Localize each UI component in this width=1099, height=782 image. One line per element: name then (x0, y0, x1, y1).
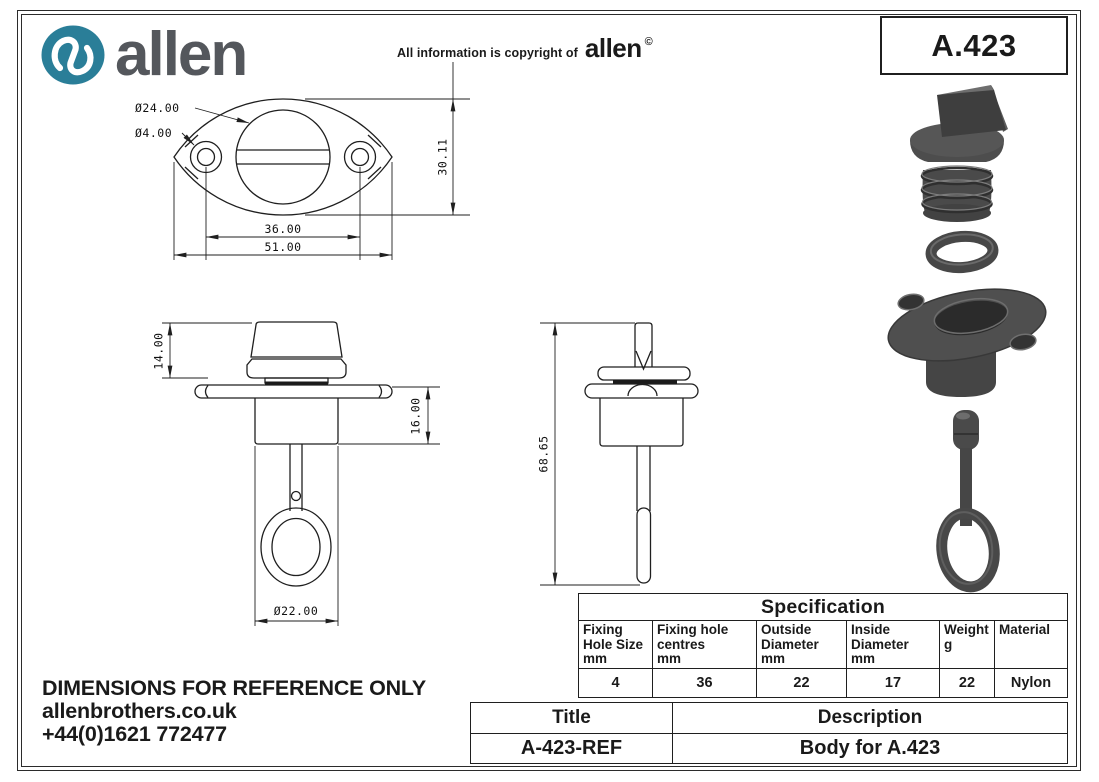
allen-logo: allen (40, 20, 248, 89)
page-border-outer (17, 10, 1081, 771)
description-value: Body for A.423 (672, 733, 1068, 764)
render-plug (910, 85, 1008, 222)
part-renders (887, 85, 1047, 593)
allen-logo-text: allen (115, 20, 248, 89)
top-view-drawing (173, 98, 393, 216)
spec-value-fixing-hole-size: 4 (578, 668, 653, 698)
cad-drawings: Ø24.00 Ø4.00 36.00 51.00 30.11 (135, 62, 699, 626)
spec-table-title: Specification (578, 593, 1068, 621)
dim-height-label: 30.11 (436, 138, 450, 175)
dim-overall-height-label: 68.65 (537, 435, 551, 472)
render-body (887, 288, 1047, 397)
render-pull-ring (936, 410, 1000, 593)
top-view-dimensions (173, 62, 470, 260)
phone-text: +44(0)1621 772477 (42, 722, 227, 746)
render-oring (925, 230, 999, 274)
dim-knob-height-label: 14.00 (152, 332, 166, 369)
copyright-note: All information is copyright of allen © (397, 33, 653, 64)
dim-flange-hole-dia-label: Ø24.00 (135, 101, 180, 115)
front-view-dimensions (162, 322, 440, 626)
title-label: Title (470, 702, 673, 734)
dim-overall-width-label: 51.00 (264, 240, 301, 254)
description-label: Description (672, 702, 1068, 734)
dim-hole-centres-label: 36.00 (264, 222, 301, 236)
spec-col-material: Material (994, 620, 1068, 669)
spec-value-inside-diameter: 17 (846, 668, 940, 698)
side-view-drawing (584, 322, 699, 584)
dim-spigot-dia-label: Ø22.00 (274, 604, 319, 618)
copyright-brand: allen (584, 33, 642, 63)
dim-spigot-depth-label: 16.00 (409, 397, 423, 434)
front-view-drawing (194, 321, 393, 587)
spec-value-material: Nylon (994, 668, 1068, 698)
reference-notice: DIMENSIONS FOR REFERENCE ONLY (42, 676, 427, 700)
title-block: Title Description A-423-REF Body for A.4… (470, 702, 1068, 764)
title-value: A-423-REF (470, 733, 673, 764)
copyright-prefix: All information is copyright of (397, 46, 578, 60)
copyright-symbol: © (644, 36, 653, 48)
website-text: allenbrothers.co.uk (42, 699, 237, 723)
spec-value-weight: 22 (939, 668, 995, 698)
spec-value-fixing-hole-centres: 36 (652, 668, 757, 698)
side-view-dimensions (540, 322, 640, 586)
spec-value-outside-diameter: 22 (756, 668, 847, 698)
allen-logo-icon (41, 25, 105, 85)
dim-fixing-hole-dia-label: Ø4.00 (135, 126, 172, 140)
footer-block: DIMENSIONS FOR REFERENCE ONLY allenbroth… (42, 677, 426, 746)
page-border-inner (21, 14, 1077, 767)
part-number-box: A.423 (880, 16, 1068, 75)
